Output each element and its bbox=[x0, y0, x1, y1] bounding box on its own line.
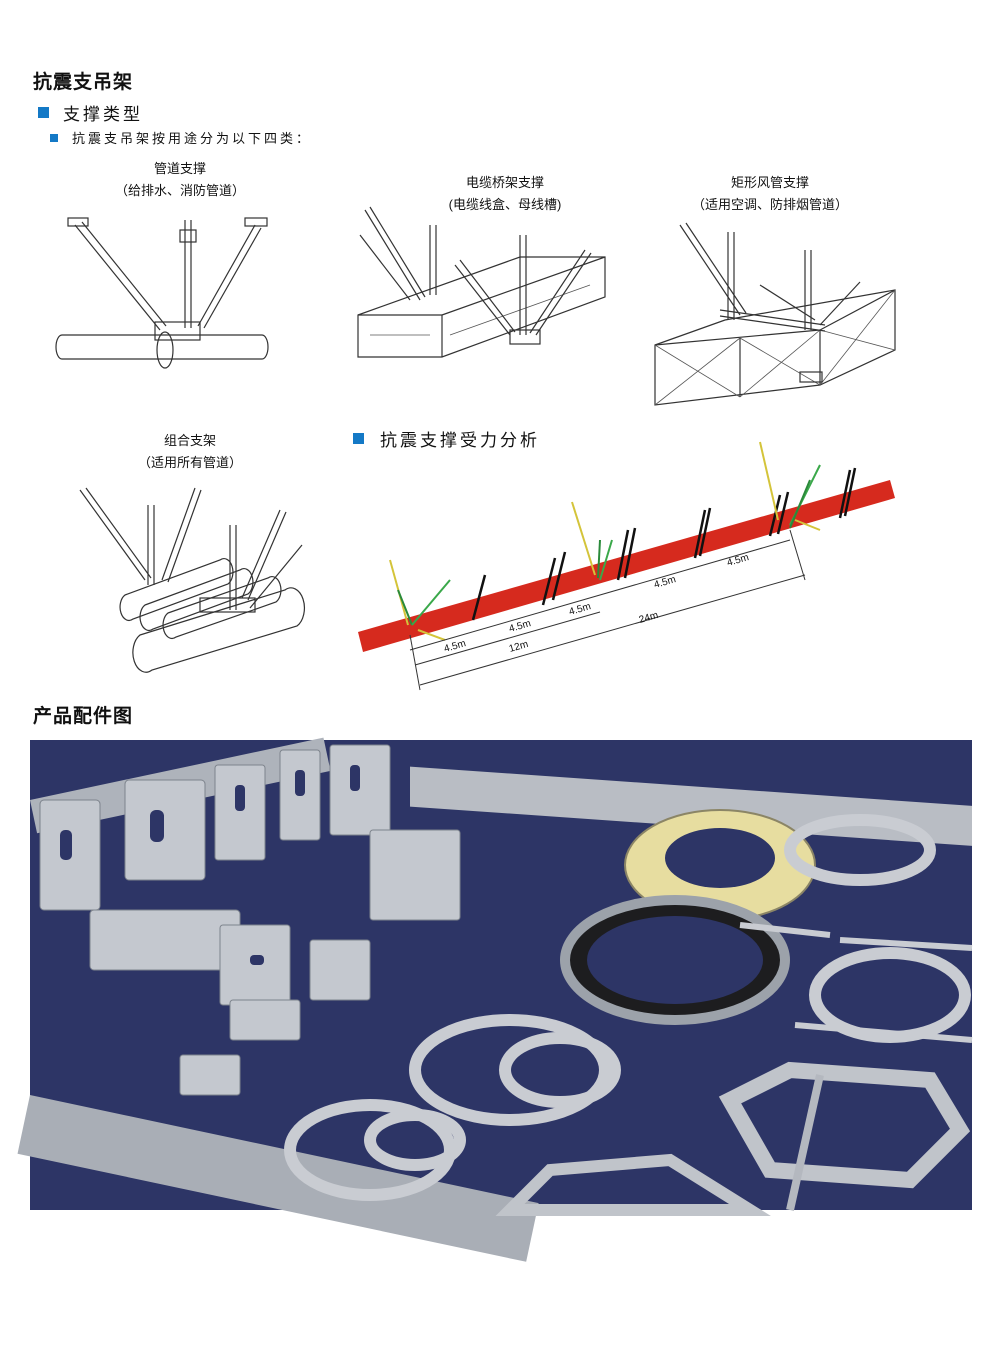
combined-support-diagram bbox=[79, 487, 306, 673]
bullet-square-icon bbox=[38, 107, 49, 118]
section-types-heading: 支撑类型 bbox=[38, 100, 143, 125]
caption-note: (电缆线盒、母线槽) bbox=[448, 197, 562, 212]
caption-title: 电缆桥架支撑 bbox=[465, 175, 544, 190]
force-analysis-heading: 抗震支撑受力分析 bbox=[353, 426, 540, 451]
bullet-square-icon bbox=[353, 433, 364, 444]
dimension-label: 12m bbox=[508, 639, 530, 655]
dimension-label: 4.5m bbox=[653, 574, 677, 591]
cable-tray-diagram bbox=[357, 206, 606, 358]
dimension-label: 4.5m bbox=[443, 638, 467, 655]
parts-photo bbox=[17, 737, 973, 1262]
caption-note: （适用空调、防排烟管道） bbox=[691, 197, 848, 212]
page-title: 抗震支吊架 bbox=[33, 72, 134, 93]
force-analysis-diagram: 4.5m 4.5m 4.5m 4.5m 4.5m 12m 24m bbox=[358, 441, 895, 691]
diagram-caption-combined: 组合支架 （适用所有管道） bbox=[105, 430, 275, 474]
section-types-intro: 抗震支吊架按用途分为以下四类： bbox=[50, 128, 312, 147]
duct-diagram bbox=[654, 222, 896, 406]
caption-note: （适用所有管道） bbox=[137, 455, 242, 470]
diagram-caption-pipe: 管道支撑 （给排水、消防管道） bbox=[100, 158, 260, 202]
bullet-square-icon bbox=[50, 133, 58, 142]
force-analysis-title: 抗震支撑受力分析 bbox=[380, 431, 540, 450]
parts-heading: 产品配件图 bbox=[33, 706, 134, 727]
intro-text: 抗震支吊架按用途分为以下四类： bbox=[72, 131, 313, 146]
caption-note: （给排水、消防管道） bbox=[114, 183, 245, 198]
diagram-caption-duct: 矩形风管支撑 （适用空调、防排烟管道） bbox=[680, 172, 860, 216]
caption-title: 组合支架 bbox=[163, 433, 216, 448]
dimension-label: 4.5m bbox=[726, 552, 750, 569]
dimension-label: 24m bbox=[638, 610, 660, 626]
section-types-title: 支撑类型 bbox=[63, 105, 143, 124]
diagram-caption-cable: 电缆桥架支撑 (电缆线盒、母线槽) bbox=[420, 172, 590, 216]
caption-title: 矩形风管支撑 bbox=[730, 175, 809, 190]
pipe-support-diagram bbox=[55, 217, 269, 369]
caption-title: 管道支撑 bbox=[153, 161, 206, 176]
